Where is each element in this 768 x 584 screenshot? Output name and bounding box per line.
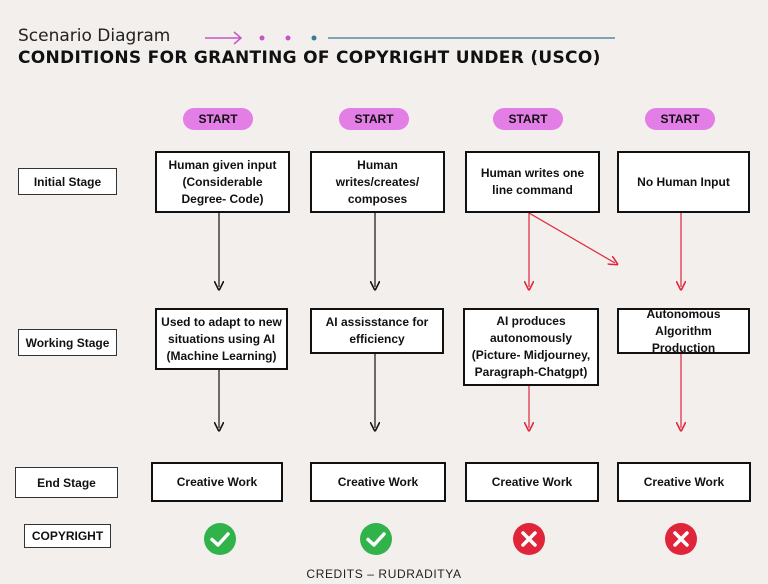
initial-box-col1: Human given input (Considerable Degree- … xyxy=(155,151,290,213)
stage-label-copyright: COPYRIGHT xyxy=(24,524,111,548)
working-box-col1: Used to adapt to new situations using AI… xyxy=(155,308,288,370)
diagram-subtitle: Scenario Diagram xyxy=(18,26,171,46)
initial-box-col4: No Human Input xyxy=(617,151,750,213)
credits-text: CREDITS – RUDRADITYA xyxy=(306,567,462,581)
end-box-col4: Creative Work xyxy=(617,462,751,502)
working-box-col2: AI assisstance for efficiency xyxy=(310,308,444,354)
start-pill-col1: START xyxy=(183,108,253,130)
end-box-col2: Creative Work xyxy=(310,462,446,502)
start-pill-col3: START xyxy=(493,108,563,130)
check-icon xyxy=(360,523,392,555)
header-decoration xyxy=(205,31,615,45)
end-box-col3: Creative Work xyxy=(465,462,599,502)
stage-label-end: End Stage xyxy=(15,467,118,498)
working-box-col3: AI produces autonomously (Picture- Midjo… xyxy=(463,308,599,386)
stage-label-initial: Initial Stage xyxy=(18,168,117,195)
diagram-title: CONDITIONS FOR GRANTING OF COPYRIGHT UND… xyxy=(18,48,601,68)
cross-icon xyxy=(665,523,697,555)
arrow-col3-diagonal xyxy=(528,212,615,263)
initial-box-col3: Human writes one line command xyxy=(465,151,600,213)
working-box-col4: Autonomous Algorithm Production xyxy=(617,307,750,355)
start-pill-col4: START xyxy=(645,108,715,130)
start-pill-col2: START xyxy=(339,108,409,130)
cross-icon xyxy=(513,523,545,555)
end-box-col1: Creative Work xyxy=(151,462,283,502)
stage-label-working: Working Stage xyxy=(18,329,117,356)
check-icon xyxy=(204,523,236,555)
initial-box-col2: Human writes/creates/ composes xyxy=(310,151,445,213)
